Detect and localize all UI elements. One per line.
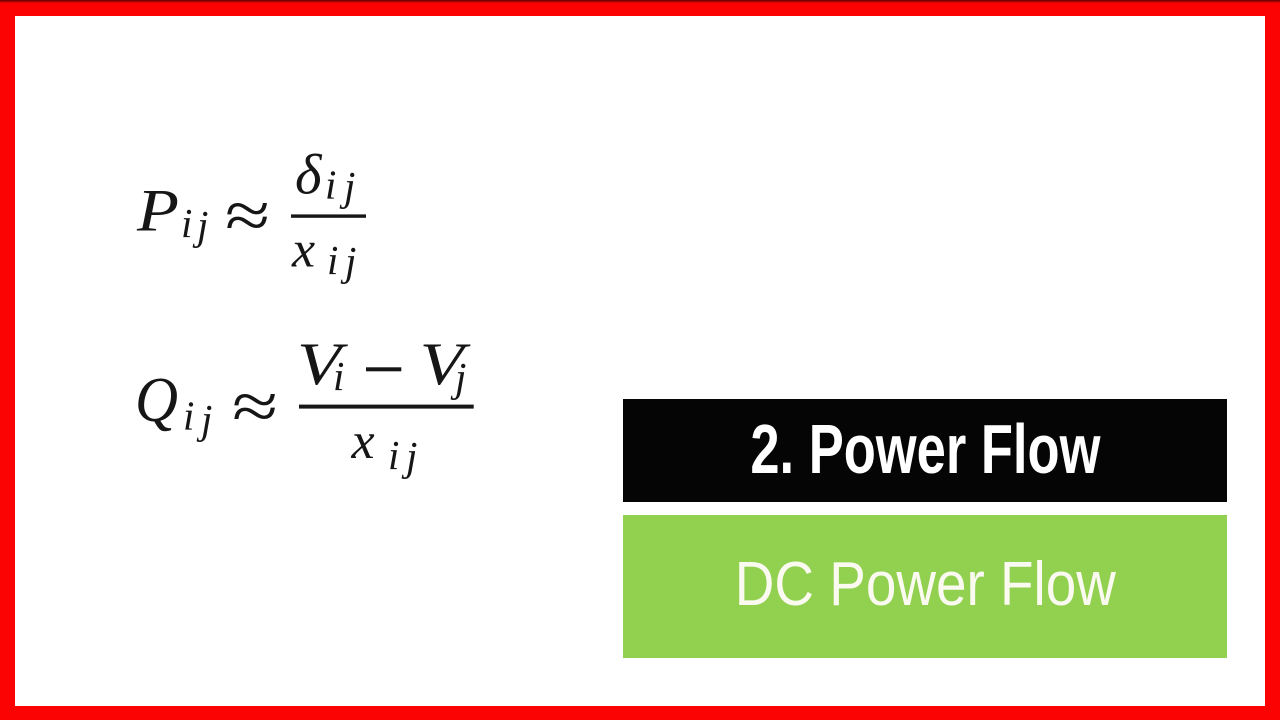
svg-text:ij: ij [181, 200, 208, 248]
svg-text:ij: ij [183, 393, 212, 443]
svg-text:V: V [297, 331, 349, 397]
svg-text:δ: δ [295, 144, 323, 207]
svg-text:P: P [136, 178, 179, 244]
svg-text:i: i [333, 353, 344, 399]
svg-text:x: x [291, 222, 315, 279]
svg-text:Q: Q [135, 364, 178, 435]
svg-text:ij: ij [325, 162, 355, 210]
svg-text:≈: ≈ [225, 177, 270, 253]
svg-text:x: x [351, 413, 375, 470]
svg-text:ij: ij [388, 432, 417, 479]
svg-text:ij: ij [327, 237, 356, 284]
svg-text:j: j [450, 354, 466, 400]
svg-text:V: V [420, 331, 472, 397]
svg-text:≈: ≈ [232, 368, 278, 444]
